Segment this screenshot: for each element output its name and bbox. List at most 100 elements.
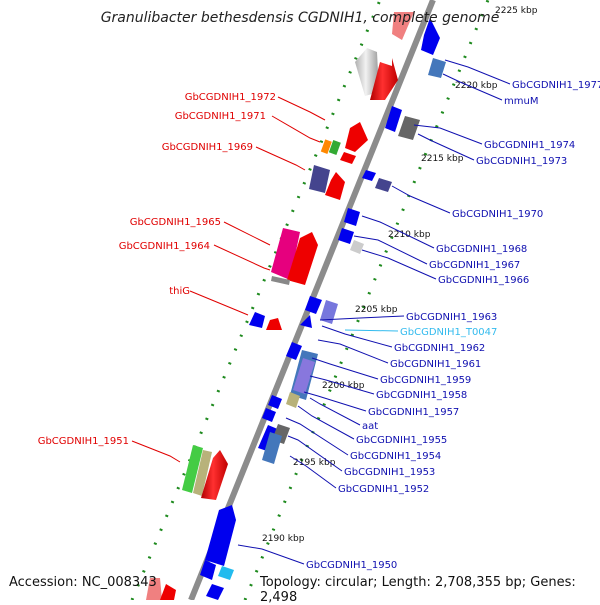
gene-label[interactable]: GbCGDNIH1_1953 — [344, 467, 435, 478]
gene-1970-small[interactable] — [340, 152, 356, 164]
gene-1963-blue[interactable] — [305, 296, 322, 314]
gene-1978-left[interactable] — [370, 58, 398, 100]
kbp-tick-label: 2210 kbp — [388, 230, 431, 240]
map-title: Granulibacter bethesdensis CGDNIH1, comp… — [100, 10, 500, 26]
topology-text: Topology: circular; Length: 2,708,355 bp… — [260, 575, 576, 605]
gene-bottom-red[interactable] — [160, 584, 176, 600]
gene-T0047[interactable] — [320, 300, 338, 324]
leader-line — [442, 73, 503, 101]
gene-1957-olive[interactable] — [286, 392, 300, 408]
gene-thiG-blue[interactable] — [249, 312, 265, 328]
leader-line — [361, 249, 437, 280]
gene-label[interactable]: GbCGDNIH1_1974 — [484, 140, 575, 151]
gene-1964-red[interactable] — [287, 232, 318, 285]
gene-label[interactable]: GbCGDNIH1_1959 — [380, 375, 471, 386]
leader-line — [361, 215, 435, 249]
gene-label[interactable]: GbCGDNIH1_1952 — [338, 484, 429, 495]
gene-label[interactable]: aat — [362, 421, 378, 432]
gene-label[interactable]: GbCGDNIH1_1966 — [438, 275, 529, 286]
gene-label[interactable]: GbCGDNIH1_1969 — [162, 142, 253, 153]
outer-dotted-guide-left — [130, 0, 382, 600]
gene-1970-blue-b[interactable] — [375, 178, 392, 192]
kbp-tick-label: 2205 kbp — [355, 305, 398, 315]
gene-1952-steel[interactable] — [262, 432, 282, 464]
gene-1977-blue[interactable] — [421, 18, 440, 55]
gene-label[interactable]: GbCGDNIH1_1965 — [130, 217, 221, 228]
gene-1955-blue-a[interactable] — [268, 395, 282, 409]
gene-label[interactable]: GbCGDNIH1_1968 — [436, 244, 527, 255]
gene-label[interactable]: GbCGDNIH1_1958 — [376, 390, 467, 401]
kbp-tick-label: 2190 kbp — [262, 534, 305, 544]
kbp-tick-group: 2225 kbp 2220 kbp 2215 kbp 2210 kbp 2205… — [262, 6, 538, 544]
leader-line — [213, 244, 271, 271]
gene-label[interactable]: GbCGDNIH1_1964 — [119, 241, 210, 252]
gene-1959-blue[interactable] — [286, 342, 302, 360]
gene-1973-gray[interactable] — [398, 116, 420, 140]
gene-1950-blue-b[interactable] — [206, 584, 224, 600]
gene-1964-grey-cap[interactable] — [271, 276, 290, 285]
gene-label[interactable]: GbCGDNIH1_1977 — [512, 80, 600, 91]
gene-1979-left[interactable] — [355, 48, 379, 96]
right-leader-lines — [237, 59, 511, 565]
gene-1955-blue-b[interactable] — [262, 408, 276, 422]
kbp-tick-label: 2195 kbp — [293, 458, 336, 468]
gene-label[interactable]: GbCGDNIH1_1970 — [452, 209, 543, 220]
gene-label[interactable]: GbCGDNIH1_1954 — [350, 451, 441, 462]
gene-1951-green[interactable] — [182, 445, 203, 493]
gene-label[interactable]: GbCGDNIH1_1961 — [390, 359, 481, 370]
gene-label[interactable]: GbCGDNIH1_1950 — [306, 560, 397, 571]
gene-1962-small[interactable] — [300, 315, 312, 328]
gene-top-red[interactable] — [392, 12, 414, 40]
leader-line — [309, 375, 375, 395]
gene-label[interactable]: GbCGDNIH1_1955 — [356, 435, 447, 446]
gene-1950-blue[interactable] — [200, 560, 216, 580]
gene-label[interactable]: GbCGDNIH1_1962 — [394, 343, 485, 354]
leader-line — [285, 417, 349, 456]
leader-line — [189, 290, 249, 316]
leader-line — [277, 96, 326, 121]
gene-1969-red[interactable] — [325, 172, 345, 200]
gene-thiG-red[interactable] — [266, 318, 282, 330]
gene-1972-arrow[interactable] — [345, 122, 368, 152]
gene-label[interactable]: GbCGDNIH1_1957 — [368, 407, 459, 418]
gene-label[interactable]: GbCGDNIH1_1951 — [38, 436, 129, 447]
gene-label[interactable]: GbCGDNIH1_1973 — [476, 156, 567, 167]
gene-label[interactable]: GbCGDNIH1_1972 — [185, 92, 276, 103]
gene-1971-orange[interactable] — [320, 139, 332, 154]
gene-1968-blue[interactable] — [344, 208, 360, 226]
gene-1949-blue[interactable] — [205, 505, 236, 566]
gene-1971-green[interactable] — [328, 139, 341, 155]
leader-line — [131, 440, 181, 463]
gene-1969-purple[interactable] — [309, 165, 330, 193]
gene-1951-olive[interactable] — [193, 450, 212, 496]
gene-1970-blue-a[interactable] — [362, 170, 376, 181]
gene-label[interactable]: thiG — [169, 286, 190, 297]
leader-line — [344, 329, 399, 332]
gene-label[interactable]: mmuM — [504, 96, 538, 107]
kbp-tick-label: 2200 kbp — [322, 381, 365, 391]
gene-1966-gray[interactable] — [350, 240, 364, 254]
gene-mmuM-steel[interactable] — [428, 58, 446, 78]
kbp-tick-label: 2220 kbp — [455, 81, 498, 91]
gene-bottom-pink[interactable] — [146, 578, 162, 600]
gene-1950-cyan[interactable] — [218, 566, 234, 580]
gene-1951-red[interactable] — [201, 450, 228, 500]
left-leader-lines — [131, 96, 326, 463]
gene-1967-blue[interactable] — [338, 228, 354, 244]
leader-line — [309, 397, 361, 426]
gene-1958-lilac[interactable] — [293, 358, 315, 394]
leader-line — [391, 185, 451, 214]
kbp-tick-label: 2225 kbp — [495, 6, 538, 16]
gene-label[interactable]: GbCGDNIH1_1971 — [175, 111, 266, 122]
gene-label[interactable]: GbCGDNIH1_T0047 — [400, 327, 497, 338]
leader-line — [289, 455, 337, 489]
gene-label[interactable]: GbCGDNIH1_1967 — [429, 260, 520, 271]
right-label-group: GbCGDNIH1_1977 mmuM GbCGDNIH1_1974 GbCGD… — [306, 80, 600, 571]
gene-label[interactable]: GbCGDNIH1_1963 — [406, 312, 497, 323]
gene-1965-magenta[interactable] — [271, 228, 300, 280]
forward-strand-genes — [146, 12, 414, 600]
gene-1974-blue[interactable] — [385, 106, 402, 132]
leader-line — [297, 405, 355, 440]
leader-line — [255, 146, 306, 171]
